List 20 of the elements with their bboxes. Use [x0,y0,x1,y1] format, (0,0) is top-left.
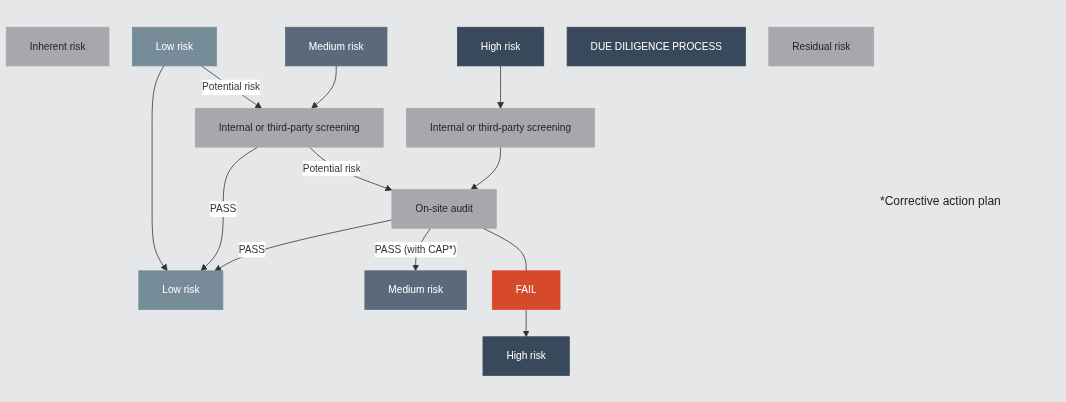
edge-label: PASS (with CAP*) [374,243,457,255]
node-box: High risk [457,26,545,66]
connector [482,227,527,271]
edge-label: Potential risk [202,80,261,93]
node-box: Medium risk [364,270,467,310]
edge-label: Potential risk [302,161,361,174]
node-box: On-site audit [391,188,497,229]
node-box: Low risk [132,26,217,66]
footnote: *Corrective action plan [880,194,1002,208]
node-box: Internal or third-party screening [406,107,595,148]
node-box: Internal or third-party screening [194,107,384,148]
node-box: Medium risk [285,26,388,66]
node-box: DUE DILIGENCE PROCESS [566,26,746,66]
node-box: Low risk [138,270,224,310]
node-box: FAIL [491,270,561,310]
node-box: Inherent risk [5,26,110,66]
edge-label: PASS [210,202,237,215]
node-box: High risk [482,336,570,376]
node-box: Residual risk [768,26,875,66]
edge-label: PASS [238,243,266,255]
